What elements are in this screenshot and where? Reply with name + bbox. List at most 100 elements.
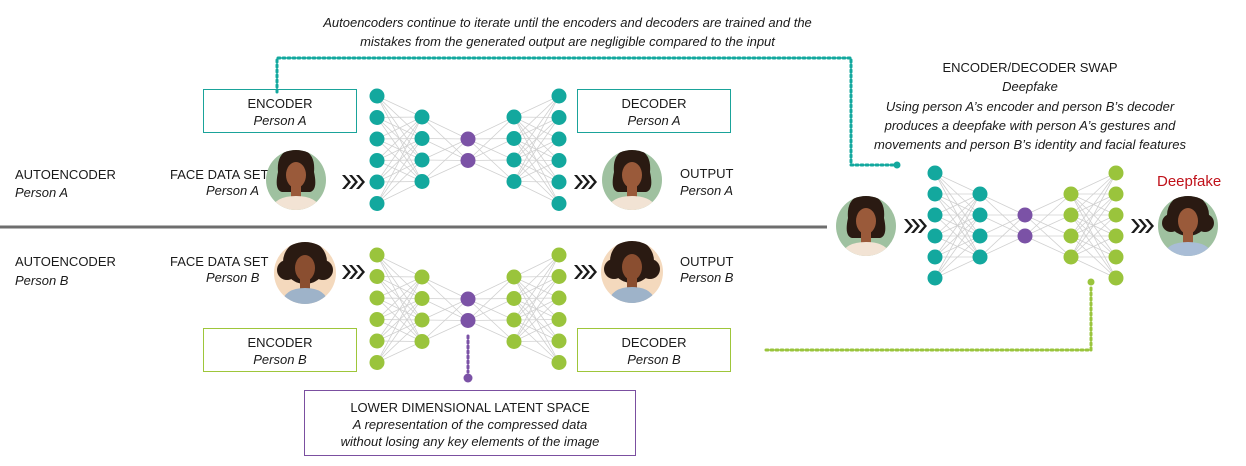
network-b-edge: [376, 276, 423, 342]
network-b-edge: [467, 276, 515, 321]
network-b-node: [369, 247, 385, 263]
network-a-edge: [513, 95, 560, 139]
network-b-node: [551, 333, 567, 349]
network-b-node: [369, 290, 385, 306]
network-swap-node: [1063, 207, 1079, 223]
triple-chevron-icon: [574, 175, 597, 189]
network-a-node: [369, 174, 385, 190]
network-swap-node: [1063, 228, 1079, 244]
network-b-node: [414, 269, 430, 285]
network-a-node: [506, 109, 522, 125]
network-swap-edge: [1070, 172, 1117, 195]
network-a-edge: [421, 160, 469, 182]
network-b-edge: [513, 340, 560, 342]
network-b-edge: [513, 297, 560, 342]
network-b-edge: [467, 276, 515, 300]
network-swap-edge: [1070, 193, 1117, 258]
network-b-node: [551, 312, 567, 327]
network-b-node: [369, 333, 385, 349]
network-b-node: [460, 291, 476, 307]
network-b-node: [369, 269, 385, 284]
encoder-b-box: ENCODER Person B: [203, 328, 357, 372]
network-a-edge: [513, 160, 560, 182]
network-swap-edge: [934, 235, 981, 279]
network-a-node: [551, 196, 567, 211]
triple-chevron-icon: [342, 265, 365, 279]
triple-chevron-icon: [342, 175, 365, 189]
network-a-edge: [467, 116, 515, 161]
network-b-edge: [421, 276, 469, 300]
network-a-edge: [421, 116, 469, 140]
network-a-edge: [467, 159, 515, 161]
row-b-subtitle: Person B: [15, 273, 69, 288]
row-b-input-title: FACE DATA SET: [170, 254, 269, 269]
latent-connector-dot: [463, 373, 473, 383]
network-b-edge: [376, 276, 423, 320]
top-note-line-2: mistakes from the generated output are n…: [360, 34, 775, 49]
network-a-edge: [376, 116, 423, 161]
network-b-edge: [513, 319, 560, 342]
network-swap-node: [927, 186, 943, 202]
row-a-title: AUTOENCODER: [15, 167, 116, 182]
encoder-b-subtitle: Person B: [253, 352, 307, 367]
network-b-edge: [376, 319, 423, 363]
network-a-node: [414, 109, 430, 125]
swap-subtitle: Deepfake: [1002, 79, 1058, 94]
network-a-edge: [376, 116, 423, 183]
network-a-node: [506, 152, 522, 168]
network-a-edge: [513, 95, 560, 118]
network-swap-node: [1063, 249, 1079, 265]
network-b-edge: [513, 276, 560, 342]
network-swap-node: [972, 207, 988, 223]
feedback-loop-dotted-line: [275, 56, 899, 167]
network-b-node: [460, 313, 476, 328]
network-b-node: [551, 247, 567, 263]
person-b-face-icon: [274, 242, 336, 304]
network-swap-node: [1063, 186, 1079, 202]
encoder-a-title: ENCODER: [247, 96, 313, 111]
network-swap-node: [1108, 249, 1124, 265]
network-b-edge: [467, 298, 515, 321]
network-a-node: [414, 131, 430, 146]
network-swap-node: [972, 186, 988, 202]
row-a-subtitle: Person A: [15, 185, 68, 200]
network-b-node: [506, 291, 522, 306]
person-a-output-face-icon: [602, 150, 662, 210]
row-a-output-subtitle: Person A: [680, 183, 733, 198]
decoder-b-box: DECODER Person B: [577, 328, 731, 372]
swap-input-face-icon: [836, 196, 896, 256]
network-b-node: [551, 355, 567, 370]
network-b-edge: [376, 276, 423, 299]
deepfake-output-face-icon: [1158, 196, 1218, 256]
network-b-node: [369, 355, 385, 370]
network-b-edge: [376, 298, 423, 363]
row-b-output-title: OUTPUT: [680, 254, 734, 269]
network-swap-edge: [1070, 172, 1117, 216]
network-b-edge: [421, 298, 469, 342]
network-swap-edge: [1024, 193, 1072, 216]
swap-title: ENCODER/DECODER SWAP: [942, 60, 1118, 75]
decoder-a-title: DECODER: [621, 96, 687, 111]
swap-line-3: movements and person B’s identity and fa…: [874, 137, 1186, 152]
network-swap-edge: [1024, 214, 1072, 237]
swap-line-2: produces a deepfake with person A’s gest…: [884, 118, 1176, 133]
network-a-edge: [376, 181, 423, 204]
latent-space-title: LOWER DIMENSIONAL LATENT SPACE: [350, 400, 590, 415]
network-swap-node: [972, 249, 988, 265]
encoder-b-title: ENCODER: [247, 335, 313, 350]
network-b-edge: [513, 341, 560, 363]
feedback-loop-end-dot: [893, 161, 901, 169]
network-a-edge: [376, 116, 423, 204]
row-a-output-title: OUTPUT: [680, 166, 734, 181]
top-note-line-1: Autoencoders continue to iterate until t…: [323, 15, 812, 30]
latent-space-line-1: A representation of the compressed data: [352, 417, 588, 432]
decoder-b-title: DECODER: [621, 335, 687, 350]
network-b-edge: [376, 276, 423, 278]
network-swap-edge: [1070, 172, 1117, 258]
network-a-edge: [376, 116, 423, 118]
network-b-edge: [376, 254, 423, 278]
network-b-node: [551, 290, 567, 306]
network-a-edge: [376, 116, 423, 140]
